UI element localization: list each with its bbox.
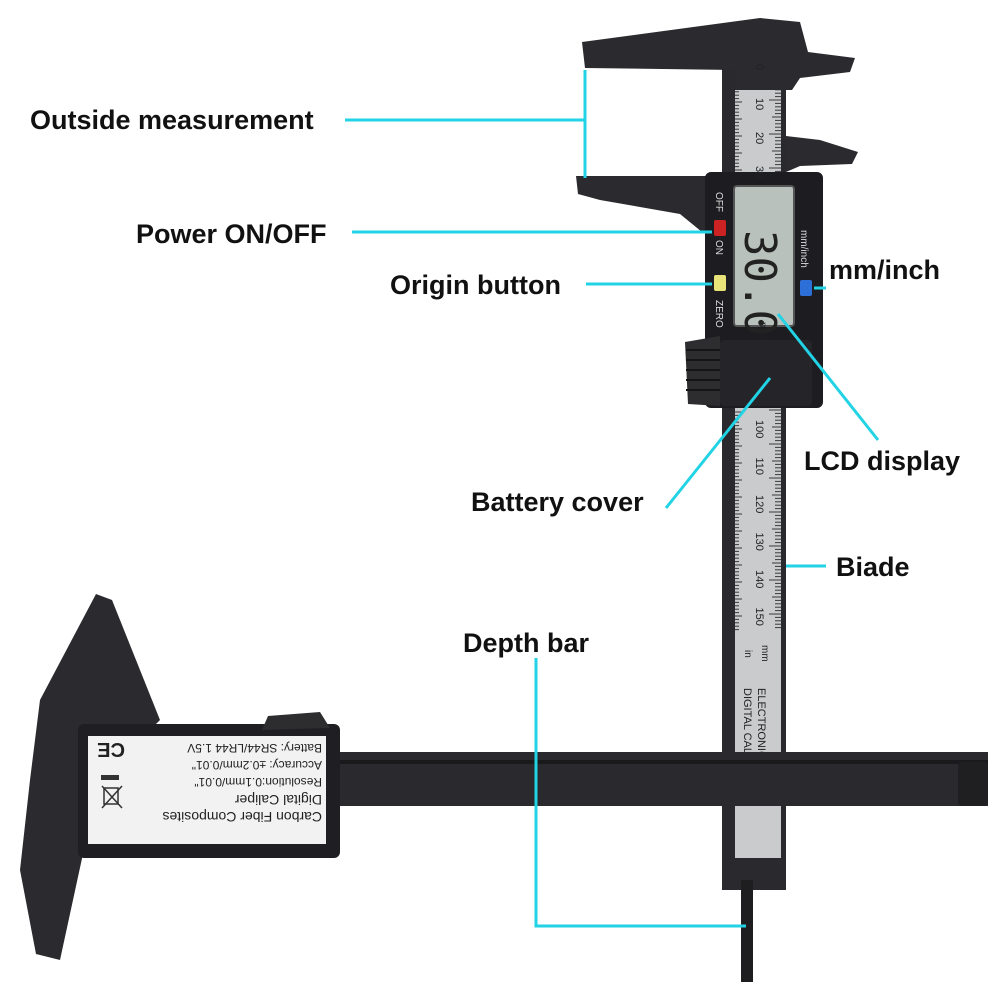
leader-depth: [534, 658, 746, 928]
callout-blade: Biade: [836, 552, 910, 582]
depth-rod: [741, 880, 753, 982]
callout-lcd-display: LCD display: [804, 446, 961, 476]
battery-cover-plate: [720, 340, 812, 406]
inner-jaw: [786, 136, 858, 172]
scale-number: 100: [753, 420, 765, 438]
moving-jaw: [576, 176, 722, 232]
brand-line-1: ELECTRONIC: [755, 688, 767, 759]
on-text: ON: [713, 240, 724, 255]
horizontal-jaw: [20, 594, 160, 960]
spec-label-line: Carbon Fiber Composites: [162, 809, 322, 825]
callout-battery-cover: Battery cover: [471, 487, 644, 517]
zero-button: [714, 275, 726, 291]
lcd-screen: [733, 185, 795, 327]
mm-inch-button: [800, 280, 812, 296]
spec-label-line: Accuracy: ±0.2mm/0.01": [192, 758, 322, 772]
scale-number: 140: [753, 570, 765, 588]
thumbwheel-ridges: [686, 349, 720, 391]
spec-label-line: Resolution:0.1mm/0.01": [194, 775, 322, 789]
fixed-jaw-top: [582, 18, 855, 90]
scale-number: 0: [753, 64, 765, 70]
weee-bin-icon: [101, 785, 123, 809]
callout-outside-measurement: Outside measurement: [30, 105, 314, 135]
scale-number: 10: [753, 98, 765, 110]
callout-mm-inch: mm/inch: [829, 255, 941, 285]
scale-number: 30: [753, 166, 765, 178]
scale-number: 110: [753, 458, 765, 476]
leader-lcd: [776, 313, 880, 441]
callout-depth-bar: Depth bar: [463, 628, 590, 658]
mm-inch-text: mm/inch: [798, 230, 809, 268]
spec-label: [88, 736, 326, 844]
scale-number: 150: [753, 608, 765, 626]
scale-unit-in: in: [742, 650, 753, 658]
power-button: [714, 220, 726, 236]
scale-numbers: 0 10 20 30 100 110 120 130 140 150: [753, 64, 765, 626]
vertical-caliper: [576, 18, 858, 982]
ce-mark: CE: [97, 738, 125, 760]
callout-origin: Origin button: [390, 270, 561, 300]
scale-number: 20: [753, 132, 765, 144]
leader-lines: [345, 70, 880, 928]
zero-text: ZERO: [713, 300, 724, 328]
scale-number: 130: [753, 533, 765, 551]
scale-number: 120: [753, 495, 765, 513]
spec-label-line: Digital Caliper: [235, 792, 322, 808]
lcd-unit: mm: [757, 322, 768, 339]
horizontal-caliper: [20, 594, 988, 960]
spec-label-line: Battery: SR44/LR44 1.5V: [187, 741, 322, 755]
leader-battery: [664, 377, 772, 509]
lcd-reading: 30.0: [734, 230, 785, 336]
scale-unit-mm: mm: [759, 645, 770, 662]
off-text: OFF: [713, 192, 724, 212]
callout-power: Power ON/OFF: [136, 219, 327, 249]
